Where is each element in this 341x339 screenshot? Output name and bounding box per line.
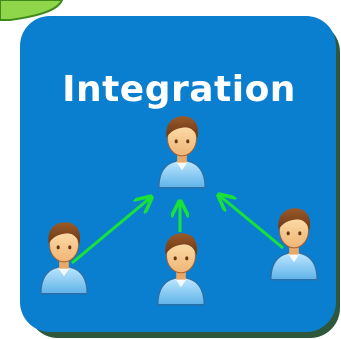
corner-tab [0,0,64,21]
arrow-group [71,196,284,265]
arrow-right [220,196,284,250]
arrow-left [71,198,150,265]
tile-title: Integration [62,69,296,110]
